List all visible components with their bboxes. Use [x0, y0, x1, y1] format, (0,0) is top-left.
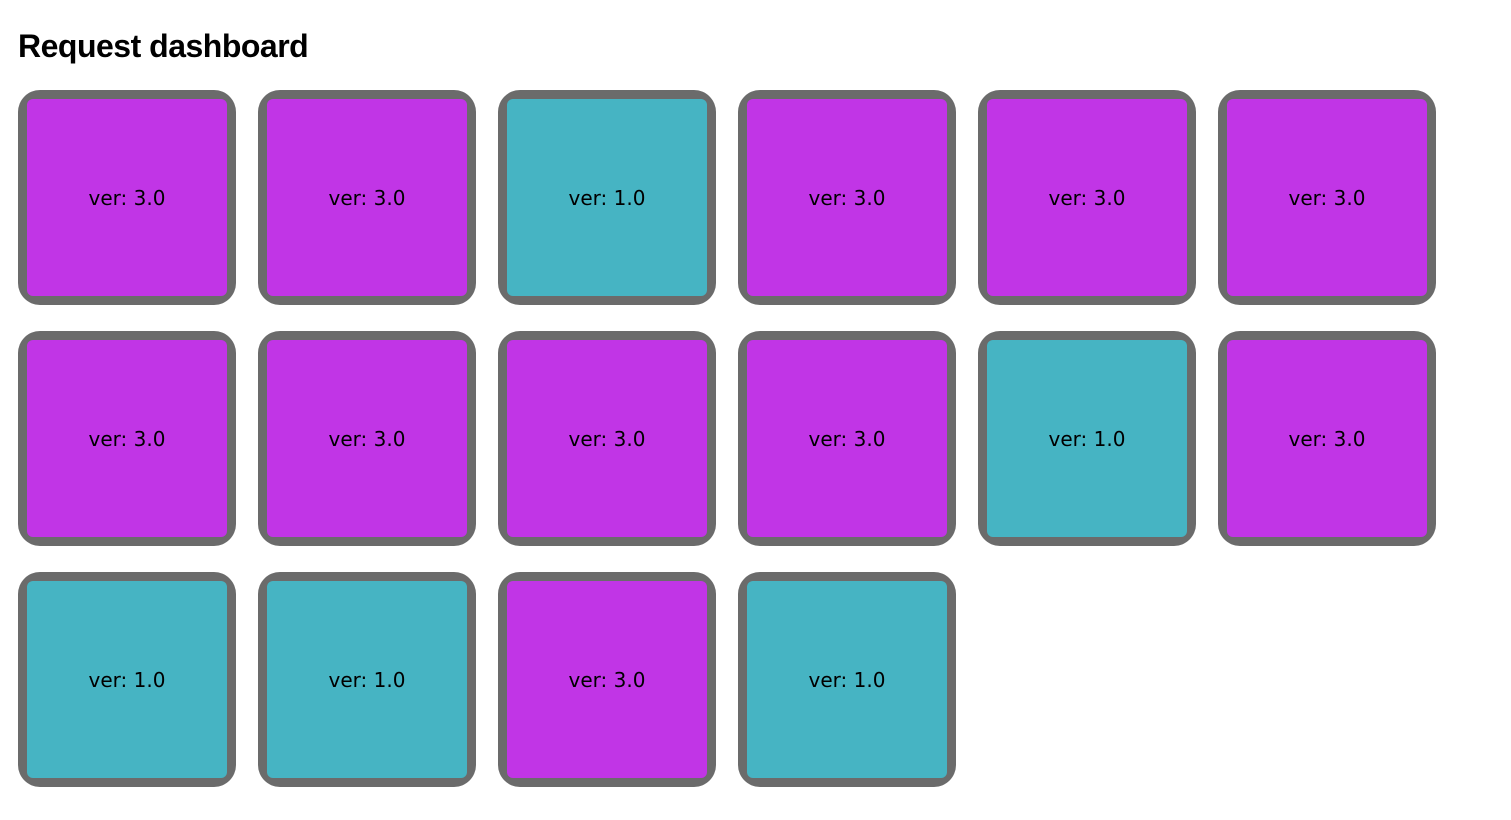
request-tile[interactable]: ver: 3.0 — [498, 331, 716, 546]
tile-version-label: ver: 3.0 — [568, 667, 646, 692]
tile-version-label: ver: 1.0 — [1048, 426, 1126, 451]
request-tile[interactable]: ver: 3.0 — [978, 90, 1196, 305]
request-tile-body: ver: 3.0 — [27, 340, 227, 537]
tile-version-label: ver: 1.0 — [568, 185, 646, 210]
request-tile[interactable]: ver: 1.0 — [738, 572, 956, 787]
tile-version-label: ver: 3.0 — [1288, 185, 1366, 210]
request-tile[interactable]: ver: 1.0 — [18, 572, 236, 787]
request-tile[interactable]: ver: 1.0 — [498, 90, 716, 305]
request-tile[interactable]: ver: 3.0 — [1218, 90, 1436, 305]
request-tile-body: ver: 3.0 — [747, 340, 947, 537]
request-tile-body: ver: 1.0 — [27, 581, 227, 778]
request-tile-body: ver: 1.0 — [987, 340, 1187, 537]
request-tile-body: ver: 3.0 — [267, 99, 467, 296]
tile-version-label: ver: 3.0 — [88, 426, 166, 451]
tile-version-label: ver: 3.0 — [88, 185, 166, 210]
tile-grid: ver: 3.0 ver: 3.0 ver: 1.0 ver: 3.0 ver:… — [7, 77, 1457, 800]
request-tile[interactable]: ver: 3.0 — [498, 572, 716, 787]
tile-version-label: ver: 3.0 — [328, 185, 406, 210]
request-tile[interactable]: ver: 3.0 — [258, 331, 476, 546]
tile-version-label: ver: 3.0 — [808, 426, 886, 451]
tile-version-label: ver: 3.0 — [328, 426, 406, 451]
request-tile[interactable]: ver: 3.0 — [738, 331, 956, 546]
request-tile-body: ver: 3.0 — [267, 340, 467, 537]
request-tile[interactable]: ver: 3.0 — [258, 90, 476, 305]
tile-version-label: ver: 1.0 — [328, 667, 406, 692]
request-tile-body: ver: 3.0 — [27, 99, 227, 296]
request-tile-body: ver: 3.0 — [507, 340, 707, 537]
request-tile-body: ver: 3.0 — [1227, 340, 1427, 537]
request-tile[interactable]: ver: 3.0 — [18, 331, 236, 546]
tile-version-label: ver: 3.0 — [1288, 426, 1366, 451]
request-tile-body: ver: 1.0 — [507, 99, 707, 296]
request-tile-body: ver: 3.0 — [747, 99, 947, 296]
tile-version-label: ver: 3.0 — [808, 185, 886, 210]
tile-version-label: ver: 3.0 — [1048, 185, 1126, 210]
tile-version-label: ver: 3.0 — [568, 426, 646, 451]
request-tile-body: ver: 1.0 — [267, 581, 467, 778]
request-tile[interactable]: ver: 1.0 — [258, 572, 476, 787]
request-tile-body: ver: 3.0 — [507, 581, 707, 778]
request-tile-body: ver: 1.0 — [747, 581, 947, 778]
request-tile-body: ver: 3.0 — [1227, 99, 1427, 296]
request-tile[interactable]: ver: 3.0 — [738, 90, 956, 305]
request-tile-body: ver: 3.0 — [987, 99, 1187, 296]
tile-version-label: ver: 1.0 — [88, 667, 166, 692]
page-title: Request dashboard — [18, 28, 309, 64]
request-tile[interactable]: ver: 3.0 — [1218, 331, 1436, 546]
request-tile[interactable]: ver: 3.0 — [18, 90, 236, 305]
tile-version-label: ver: 1.0 — [808, 667, 886, 692]
request-tile[interactable]: ver: 1.0 — [978, 331, 1196, 546]
